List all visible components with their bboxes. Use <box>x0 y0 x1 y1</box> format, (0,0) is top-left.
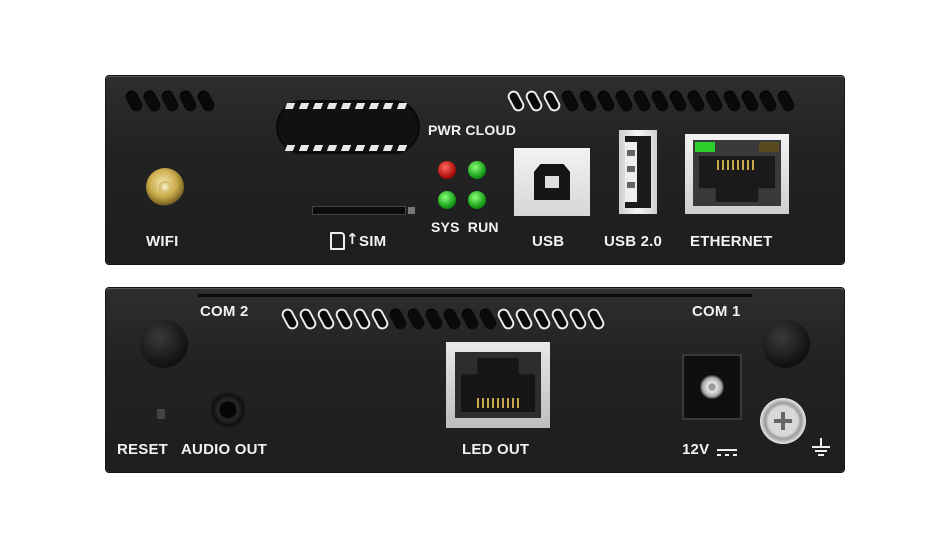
arrow-up-icon: ↑ <box>346 230 359 248</box>
oval-vent-window <box>276 100 420 154</box>
reset-label: RESET <box>117 441 169 458</box>
dc-symbol-icon <box>717 449 737 459</box>
cloud-led <box>468 161 486 179</box>
wifi-label: WIFI <box>146 233 179 250</box>
antenna-pin <box>159 181 171 193</box>
vent-left <box>123 88 217 114</box>
com2-label: COM 2 <box>200 303 249 320</box>
sys-led <box>438 191 456 209</box>
link-led <box>695 142 715 152</box>
sim-label: SIM <box>359 233 387 250</box>
power-label: 12V <box>682 441 710 458</box>
reset-button[interactable] <box>157 409 165 419</box>
activity-led <box>759 142 779 152</box>
audio-out-jack[interactable] <box>210 392 246 428</box>
pwr-led <box>438 161 456 179</box>
led-out-port[interactable] <box>446 342 550 428</box>
sim-icon <box>330 232 345 250</box>
dc-power-jack[interactable] <box>684 356 740 418</box>
front-panel: WIFI ↑ SIM PWR CLOUD SYS RUN USB USB 2.0 <box>106 76 844 264</box>
sim-card-slot[interactable] <box>313 207 415 214</box>
sys-run-label: SYS RUN <box>431 219 499 235</box>
usb2-label: USB 2.0 <box>604 233 663 250</box>
usb-b-port[interactable] <box>514 148 590 216</box>
pwr-cloud-label: PWR CLOUD <box>428 122 517 138</box>
vent-right <box>505 88 797 114</box>
rubber-foot-left <box>140 320 188 368</box>
rubber-foot-right <box>762 320 810 368</box>
ethernet-label: ETHERNET <box>690 233 773 250</box>
run-led <box>468 191 486 209</box>
ground-screw[interactable] <box>760 398 806 444</box>
usb-a-port[interactable] <box>619 130 657 214</box>
com1-label: COM 1 <box>692 303 741 320</box>
audio-out-label: AUDIO OUT <box>181 441 267 458</box>
wifi-antenna-connector[interactable] <box>146 168 184 206</box>
rear-panel: COM 2 COM 1 RESET AUDIO OUT LED OUT 12V <box>106 288 844 472</box>
rear-vent <box>279 306 607 332</box>
ethernet-port[interactable] <box>685 134 789 214</box>
ground-icon <box>812 438 830 456</box>
led-out-label: LED OUT <box>462 441 530 458</box>
usb-label: USB <box>532 233 565 250</box>
